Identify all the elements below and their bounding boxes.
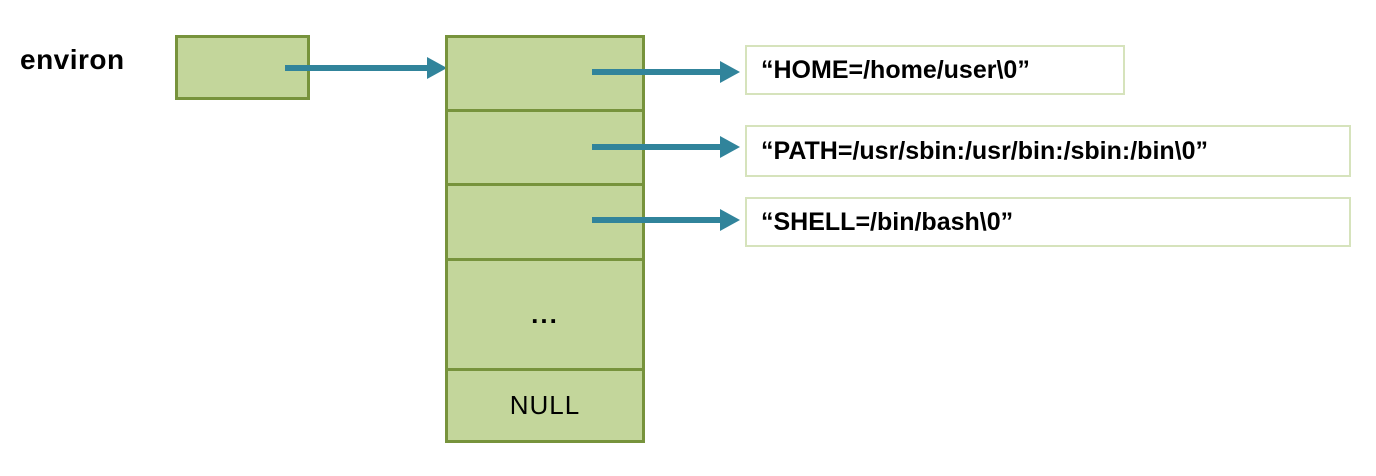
cell0-to-home-arrow: [592, 61, 740, 83]
arrow-line: [592, 144, 724, 150]
arrow-head-icon: [720, 209, 740, 231]
cell1-to-path-arrow: [592, 136, 740, 158]
arrow-line: [285, 65, 431, 71]
environ-to-array-arrow: [285, 57, 447, 79]
arrow-line: [592, 217, 724, 223]
array-cell-null: NULL: [445, 368, 645, 443]
environ-label: environ: [20, 44, 125, 75]
arrow-head-icon: [720, 136, 740, 158]
string-box-home: “HOME=/home/user\0”: [745, 45, 1125, 95]
string-box-path: “PATH=/usr/sbin:/usr/bin:/sbin:/bin\0”: [745, 125, 1351, 177]
arrow-line: [592, 69, 724, 75]
cell2-to-shell-arrow: [592, 209, 740, 231]
arrow-head-icon: [720, 61, 740, 83]
string-box-shell: “SHELL=/bin/bash\0”: [745, 197, 1351, 247]
array-cell-ellipsis: ...: [445, 258, 645, 371]
arrow-head-icon: [427, 57, 447, 79]
